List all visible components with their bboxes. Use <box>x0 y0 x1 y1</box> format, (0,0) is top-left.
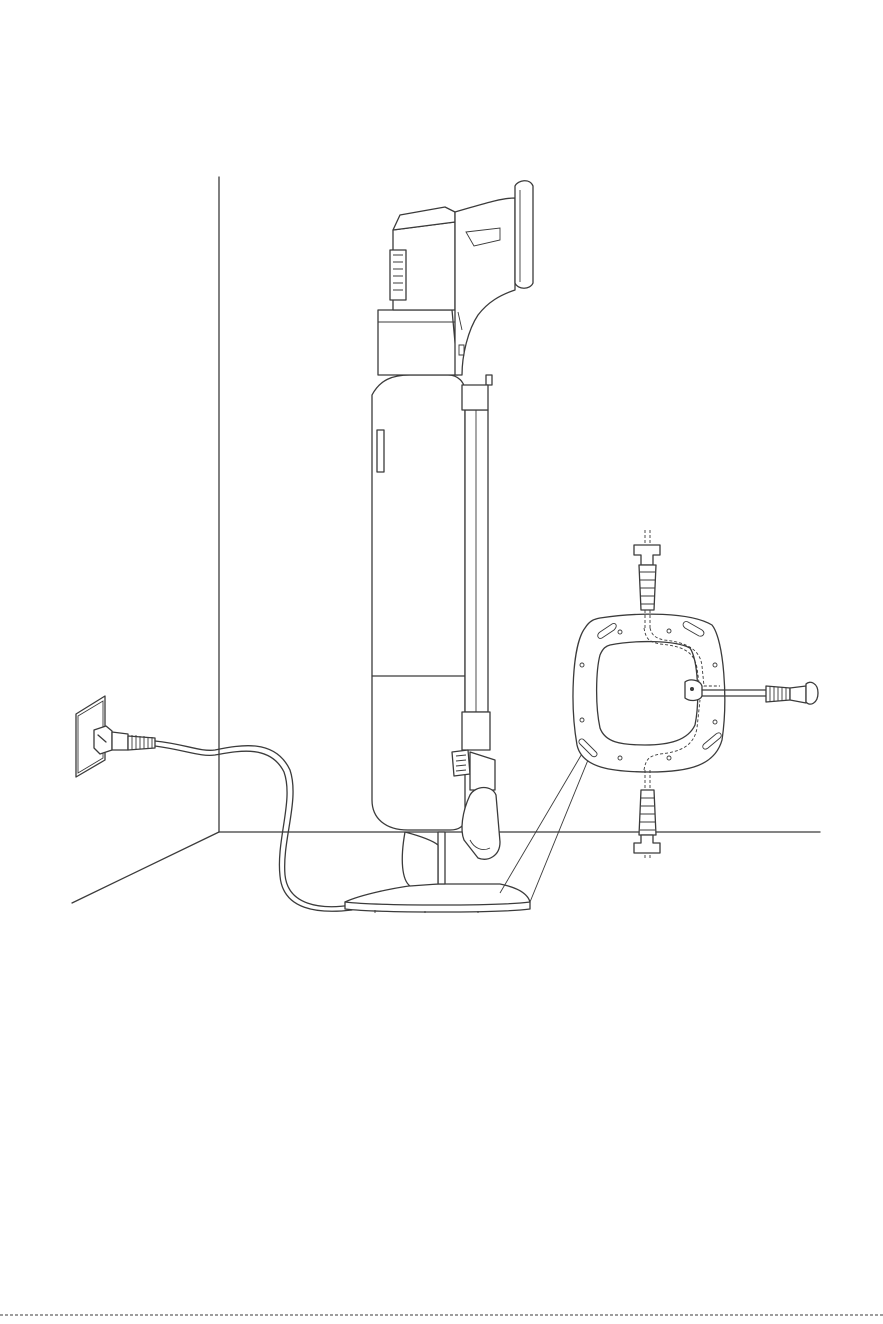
charging-base <box>345 832 530 913</box>
vacuum-cleaner <box>372 181 533 859</box>
top-screw-anchor <box>634 530 660 628</box>
power-plug <box>94 726 155 754</box>
base-mount-detail <box>573 614 725 772</box>
power-cord <box>155 741 352 911</box>
detail-callout-lines <box>500 752 588 902</box>
bottom-screw-anchor <box>634 770 660 860</box>
